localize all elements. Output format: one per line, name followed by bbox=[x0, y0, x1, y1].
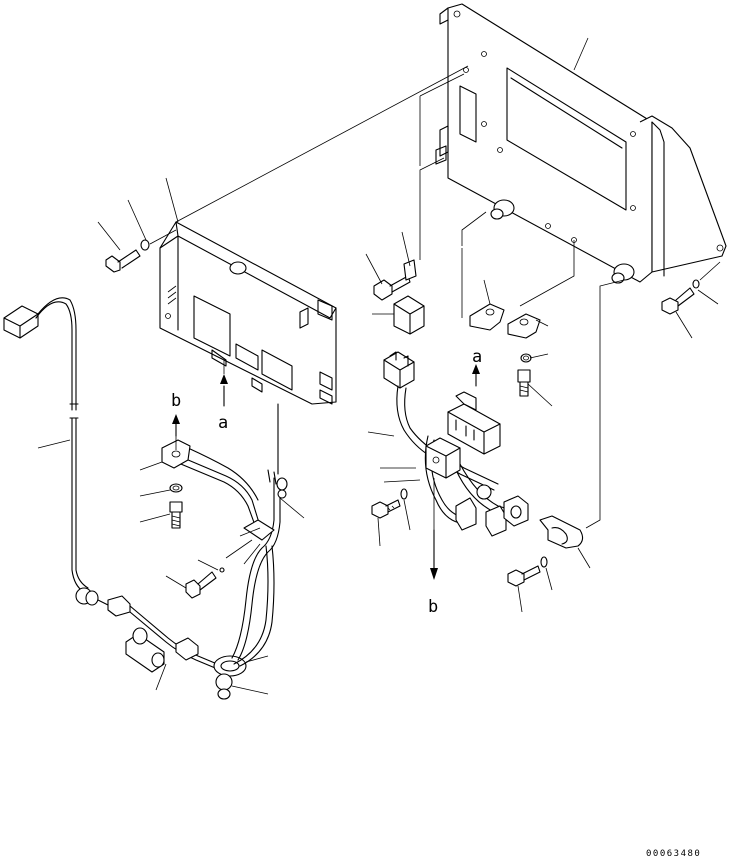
controller-box bbox=[159, 65, 469, 405]
wire-harness-left bbox=[173, 403, 305, 667]
view-arrow-b-right bbox=[430, 478, 438, 580]
relay bbox=[365, 231, 425, 389]
bolt-right bbox=[661, 261, 721, 339]
drawing-number: 00063480 bbox=[646, 849, 701, 859]
screw-upper-left bbox=[97, 199, 177, 273]
bolt-lower-right bbox=[507, 556, 553, 613]
grommet bbox=[213, 655, 269, 700]
cable-clip bbox=[539, 515, 591, 569]
sensor-cable bbox=[3, 297, 223, 671]
mounting-bracket bbox=[435, 3, 727, 284]
fuse-bracket bbox=[419, 73, 625, 529]
wire-harness-right bbox=[367, 385, 529, 537]
screw-lower-left bbox=[165, 559, 225, 599]
view-arrow-a-left bbox=[220, 360, 228, 407]
bolt-center bbox=[371, 488, 411, 547]
view-label-b-bottom: b bbox=[428, 597, 438, 617]
harness-bracket-left bbox=[139, 414, 191, 529]
view-label-a-bottom: a bbox=[218, 413, 228, 433]
connector-block bbox=[125, 627, 167, 691]
view-label-a-top: a bbox=[472, 347, 482, 367]
view-label-b-top: b bbox=[171, 391, 181, 411]
